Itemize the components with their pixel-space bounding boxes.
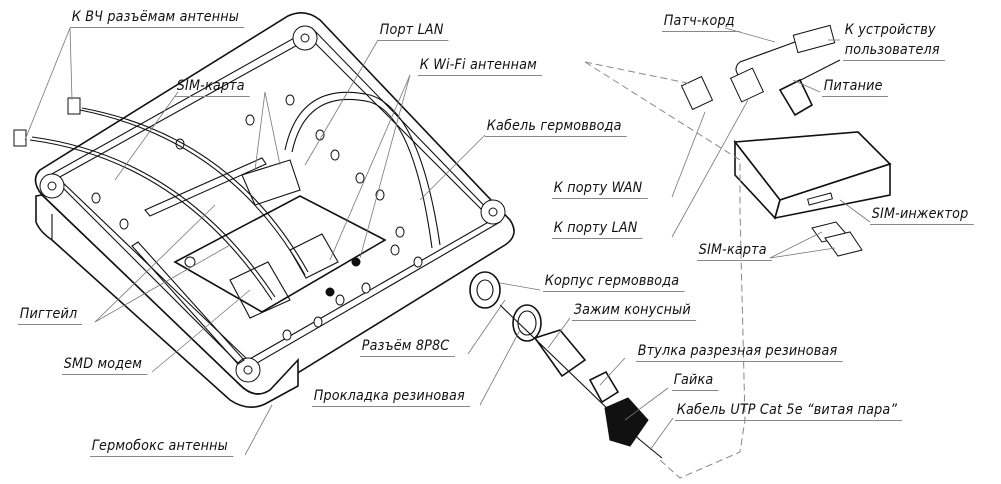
label-cone-clamp: Зажим конусный — [572, 302, 697, 321]
label-to-lan-port: К порту LAN — [552, 220, 643, 239]
label-patch-cord: Патч-корд — [662, 13, 741, 32]
antenna-hermobox — [13, 12, 515, 408]
pigtail-cable-1 — [79, 109, 306, 276]
label-to-user-device-2: пользователя — [843, 42, 946, 61]
label-nut: Гайка — [672, 372, 719, 391]
label-utp-cable: Кабель UTP Cat 5e “витая пара” — [675, 402, 903, 421]
pcb-board — [173, 159, 387, 319]
label-power: Питание — [822, 78, 888, 97]
label-gland-cable: Кабель гермоввода — [485, 118, 627, 137]
label-8p8c-connector: Разъём 8P8C — [360, 338, 455, 357]
rf-connector — [13, 97, 81, 147]
gland-cable — [284, 91, 441, 246]
rubber-gasket — [512, 304, 542, 342]
label-wifi-antennas: К Wi-Fi антеннам — [418, 57, 543, 76]
label-sim-card: SIM-карта — [175, 78, 250, 97]
corner-boss — [39, 25, 506, 383]
label-lan-port: Порт LAN — [378, 22, 449, 41]
label-to-user-device-1: К устройству — [844, 22, 936, 38]
label-pigtail: Пигтейл — [18, 306, 83, 325]
pigtail-cable-2 — [29, 139, 273, 301]
leader-lines — [24, 27, 871, 456]
label-to-wan-port: К порту WAN — [552, 180, 648, 199]
label-rf-connectors: К ВЧ разъёмам антенны — [70, 9, 245, 28]
cone-clamp — [533, 329, 587, 378]
label-gland-body: Корпус гермоввода — [543, 273, 685, 292]
label-smd-modem: SMD модем — [62, 356, 148, 375]
cable-gland — [469, 271, 663, 459]
split-bushing — [588, 370, 620, 404]
label-sim-injector: SIM-инжектор — [870, 206, 974, 225]
sim-injector — [733, 131, 892, 257]
power-plug — [778, 78, 814, 117]
patch-cord — [680, 24, 841, 117]
nut — [604, 397, 649, 447]
label-sim-card-injector: SIM-карта — [697, 242, 772, 261]
label-antenna-box: Гермобокс антенны — [90, 438, 234, 457]
label-rubber-gasket: Прокладка резиновая — [312, 388, 471, 407]
label-split-bushing: Втулка разрезная резиновая — [636, 343, 843, 362]
